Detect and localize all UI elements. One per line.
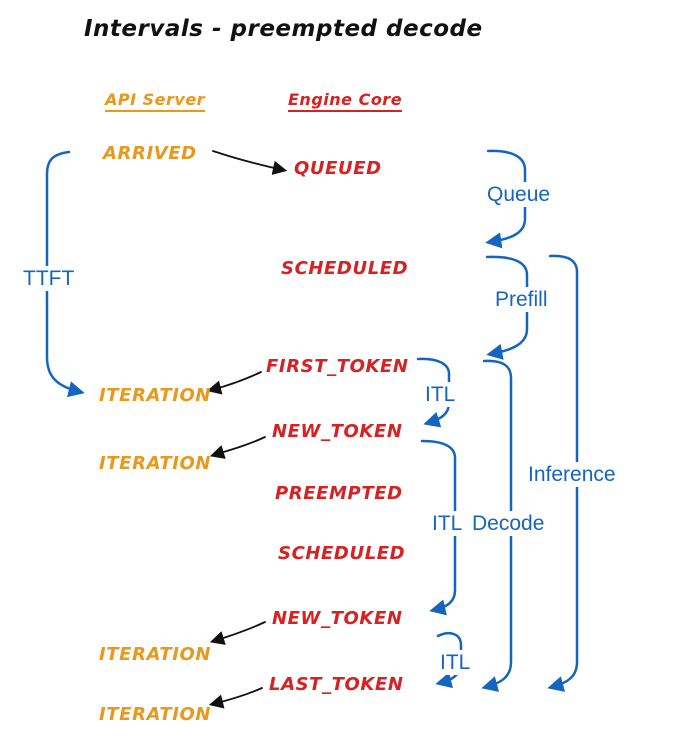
event-iteration-1: ITERATION bbox=[99, 385, 212, 406]
interval-label-itl-1: ITL bbox=[422, 382, 459, 407]
interval-label-decode: Decode bbox=[469, 511, 548, 536]
interval-label-queue: Queue bbox=[484, 182, 554, 207]
arrow-new-token2-to-iteration bbox=[209, 621, 266, 645]
event-preempted: PREEMPTED bbox=[275, 483, 403, 504]
event-iteration-4: ITERATION bbox=[99, 704, 212, 725]
interval-label-prefill: Prefill bbox=[492, 287, 551, 312]
event-arrived: ARRIVED bbox=[103, 143, 197, 164]
event-scheduled-1: SCHEDULED bbox=[281, 258, 409, 279]
arrow-last-token-to-iteration bbox=[208, 687, 263, 709]
interval-label-itl-3: ITL bbox=[437, 650, 474, 675]
event-first-token: FIRST_TOKEN bbox=[266, 356, 409, 377]
column-header-api-server: API Server bbox=[105, 90, 206, 112]
event-queued: QUEUED bbox=[294, 158, 382, 179]
event-new-token-2: NEW_TOKEN bbox=[272, 608, 403, 629]
event-last-token: LAST_TOKEN bbox=[269, 674, 404, 695]
interval-label-ttft: TTFT bbox=[20, 266, 78, 291]
page-title: Intervals - preempted decode bbox=[84, 16, 483, 42]
arrow-arrived-to-queued bbox=[212, 150, 288, 175]
arrow-new-token1-to-iteration bbox=[209, 436, 266, 459]
interval-label-itl-2: ITL bbox=[429, 511, 466, 536]
event-scheduled-2: SCHEDULED bbox=[278, 543, 406, 564]
event-new-token-1: NEW_TOKEN bbox=[272, 421, 403, 442]
interval-label-inference: Inference bbox=[525, 462, 619, 487]
event-iteration-3: ITERATION bbox=[99, 644, 212, 665]
event-iteration-2: ITERATION bbox=[99, 453, 212, 474]
arrow-first-token-to-iteration bbox=[206, 371, 262, 395]
column-header-engine-core: Engine Core bbox=[288, 90, 403, 112]
